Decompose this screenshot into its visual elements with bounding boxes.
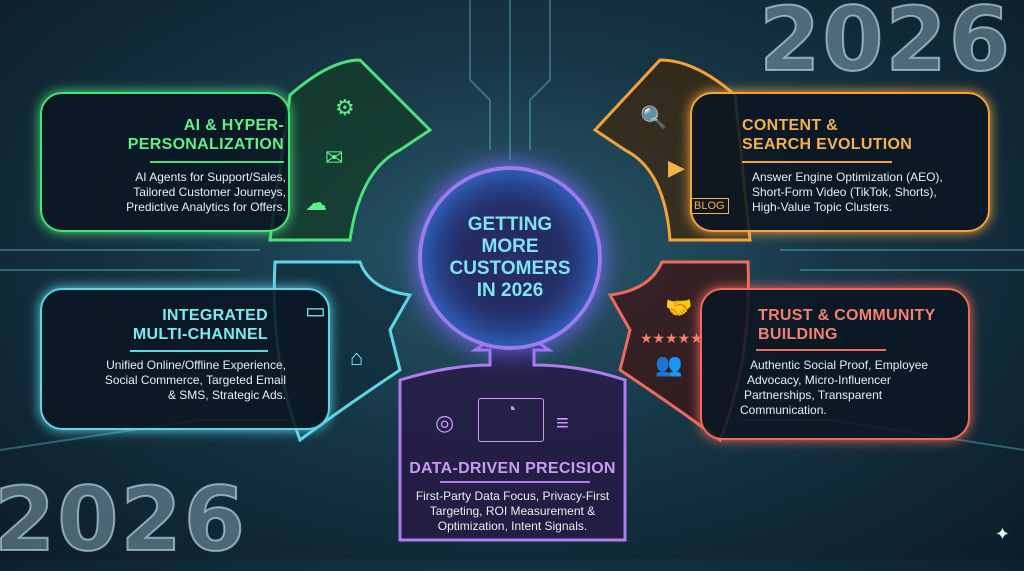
trust-title-line-1: TRUST & COMMUNITY bbox=[758, 307, 936, 324]
ai-arrow bbox=[268, 58, 433, 242]
data-arrow bbox=[398, 323, 627, 542]
gears-head-icon: ⚙ bbox=[335, 95, 355, 120]
content-title: CONTENT & SEARCH EVOLUTION bbox=[742, 116, 912, 154]
sparkle-icon: ✦ bbox=[994, 524, 1010, 544]
target-icon: ◎ bbox=[435, 410, 455, 435]
dashboard-icon: ◔ bbox=[478, 398, 544, 442]
ai-title-line-2: PERSONALIZATION bbox=[127, 136, 284, 153]
cloud-database-icon: ☁ bbox=[305, 190, 327, 215]
content-divider bbox=[742, 161, 892, 163]
multichannel-divider bbox=[130, 350, 268, 352]
trust-desc-line: Communication. bbox=[740, 403, 827, 417]
handshake-icon: 🤝 bbox=[665, 295, 693, 320]
trust-title-line-2: BUILDING bbox=[758, 326, 838, 343]
year-bottom-left: 2026 bbox=[0, 467, 247, 571]
center-hub: GETTING MORE CUSTOMERS IN 2026 bbox=[418, 166, 602, 350]
stars-icon: ★★★★★ bbox=[640, 330, 703, 346]
multichannel-title: INTEGRATED MULTI-CHANNEL bbox=[60, 306, 268, 344]
video-phone-icon: ▶ bbox=[668, 155, 685, 180]
blog-icon: BLOG bbox=[690, 198, 729, 214]
ai-description: AI Agents for Support/Sales,Tailored Cus… bbox=[60, 170, 286, 215]
data-desc-line: Targeting, ROI Measurement & bbox=[429, 504, 596, 518]
people-icon: 👥 bbox=[655, 352, 683, 377]
ai-title: AI & HYPER- PERSONALIZATION bbox=[60, 116, 284, 154]
content-title-line-1: CONTENT & bbox=[742, 117, 839, 134]
ai-desc-line: AI Agents for Support/Sales, bbox=[135, 170, 286, 184]
multichannel-title-line-1: INTEGRATED bbox=[162, 307, 268, 324]
trust-desc-line: Authentic Social Proof, Employee bbox=[750, 358, 929, 372]
content-title-line-2: SEARCH EVOLUTION bbox=[742, 136, 913, 153]
ai-title-line-1: AI & HYPER- bbox=[183, 117, 284, 134]
multichannel-panel bbox=[40, 288, 330, 430]
data-desc-line: Optimization, Intent Signals. bbox=[437, 519, 588, 533]
trust-desc-line: Advocacy, Micro-Influencer bbox=[747, 373, 891, 387]
ai-desc-line: Tailored Customer Journeys, bbox=[133, 185, 286, 199]
devices-icon: ▭ bbox=[305, 298, 326, 323]
center-title: GETTING MORE CUSTOMERS IN 2026 bbox=[449, 214, 571, 301]
multichannel-desc-line: Social Commerce, Targeted Email bbox=[104, 373, 286, 387]
multichannel-title-line-2: MULTI-CHANNEL bbox=[132, 326, 268, 343]
content-desc-line: Answer Engine Optimization (AEO), bbox=[752, 170, 943, 184]
year-top-right: 2026 bbox=[758, 0, 1012, 92]
data-desc-line: First-Party Data Focus, Privacy-First bbox=[415, 489, 610, 503]
data-divider bbox=[440, 481, 590, 483]
email-icon: ✉ bbox=[325, 145, 344, 170]
trust-divider bbox=[756, 349, 886, 351]
ai-divider bbox=[150, 161, 284, 163]
multichannel-desc-line: & SMS, Strategic Ads. bbox=[167, 388, 286, 402]
trust-panel bbox=[700, 288, 970, 440]
data-title: DATA-DRIVEN PRECISION bbox=[409, 460, 616, 477]
content-desc-line: Short-Form Video (TikTok, Shorts), bbox=[752, 185, 937, 199]
multichannel-desc-line: Unified Online/Offline Experience, bbox=[106, 358, 286, 372]
content-description: Answer Engine Optimization (AEO),Short-F… bbox=[752, 170, 943, 215]
database-icon: ≡ bbox=[556, 410, 569, 435]
search-audio-icon: 🔍 bbox=[640, 105, 668, 130]
store-icon: ⌂ bbox=[350, 345, 364, 370]
ai-desc-line: Predictive Analytics for Offers. bbox=[126, 200, 286, 214]
trust-title: TRUST & COMMUNITY BUILDING bbox=[758, 306, 936, 344]
content-desc-line: High-Value Topic Clusters. bbox=[752, 200, 893, 214]
multichannel-description: Unified Online/Offline Experience,Social… bbox=[50, 358, 286, 403]
trust-desc-line: Partnerships, Transparent bbox=[744, 388, 883, 402]
